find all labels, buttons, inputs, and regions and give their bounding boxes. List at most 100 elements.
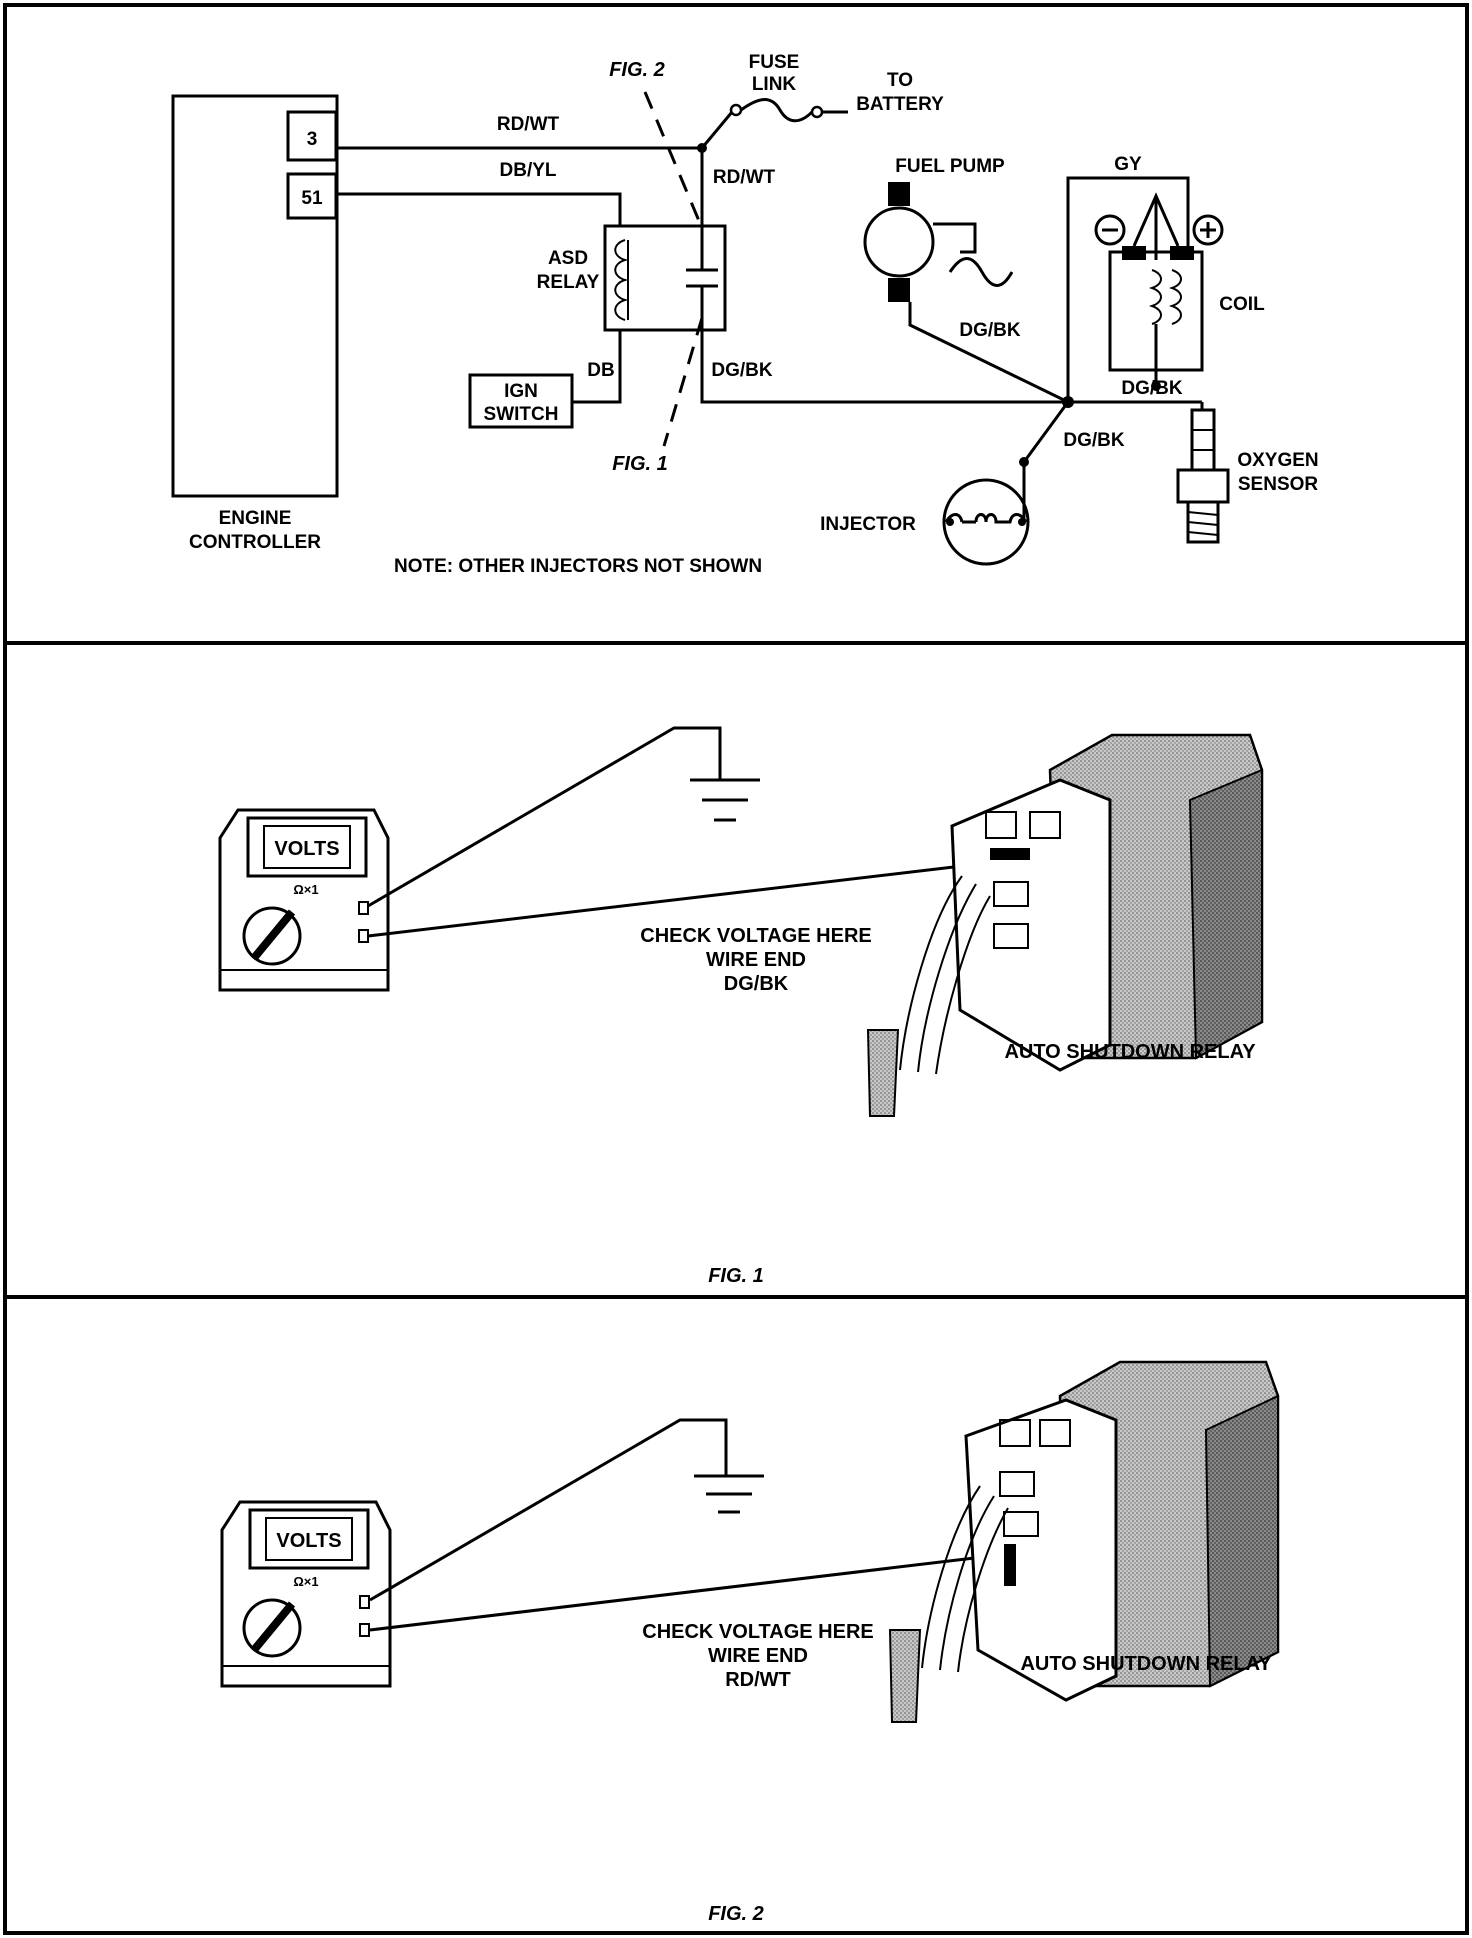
voltmeter-fig2: VOLTS Ω×1 (220, 1500, 392, 1688)
engine-controller-label-1: ENGINE (219, 508, 292, 529)
relay-housing-side (1188, 768, 1263, 1060)
voltmeter-jack-top[interactable] (358, 901, 369, 915)
fig1-panel: VOLTS Ω×1 CHECK VOLTAGE HERE WIRE (218, 726, 1264, 1287)
minus-icon (1094, 214, 1126, 246)
note-text: NOTE: OTHER INJECTORS NOT SHOWN (394, 556, 762, 577)
voltmeter-body (218, 808, 390, 992)
controller-pin-3 (286, 110, 338, 162)
fuse-terminal-right (810, 105, 824, 119)
fuel-pump-cap-top (888, 182, 910, 206)
asd-relay-fig2 (888, 1360, 1280, 1723)
fuel-pump-label: FUEL PUMP (895, 156, 1005, 177)
oxygen-sensor-hex (1176, 468, 1230, 504)
relay-connector-block (964, 1398, 1118, 1702)
wire-dgbk-injector (1022, 401, 1070, 518)
wire-harness-sleeve (866, 1029, 900, 1117)
fig2-callout-line (643, 91, 704, 229)
o2-thread-2 (1187, 521, 1219, 526)
wire-gy-label: GY (1114, 154, 1142, 175)
wire-db-label: DB (587, 360, 614, 381)
relay-terminal-1 (999, 1419, 1031, 1447)
wire-harness-sleeve (888, 1629, 922, 1723)
fuel-pump-ground (933, 222, 977, 254)
junction-dot-injector (1019, 457, 1029, 467)
wire-rdwt-fuse-label: RD/WT (713, 167, 776, 188)
relay-terminal-2 (1029, 811, 1061, 839)
relay-wires (921, 1485, 1009, 1673)
fuel-pump-motor-icon (863, 206, 935, 278)
relay-wires (899, 875, 991, 1075)
fuse-link-label-2: LINK (752, 74, 797, 95)
oxygen-sensor-body (1190, 408, 1216, 472)
fuel-pump-symbol-wave (948, 257, 1014, 287)
coil-secondary-winding (1168, 269, 1182, 325)
voltmeter-dial-icon[interactable] (242, 906, 302, 966)
voltmeter-jack-bottom[interactable] (358, 929, 369, 943)
oxygen-sensor-label-1: OXYGEN (1237, 450, 1318, 471)
fig2-callout-label: FIG. 2 (609, 59, 665, 81)
relay-terminal-4 (1003, 1511, 1039, 1537)
wire-dbyl-label: DB/YL (500, 160, 557, 181)
voltmeter-display-label: VOLTS (274, 838, 339, 860)
fig1-caption: FIG. 1 (708, 1265, 764, 1287)
voltmeter-display (263, 825, 351, 869)
relay-terminal-rdwt[interactable] (1004, 1544, 1016, 1586)
asd-relay-box (603, 224, 727, 332)
fig2-caption: FIG. 2 (708, 1903, 764, 1925)
relay-housing-side (1204, 1394, 1279, 1688)
plus-icon (1192, 214, 1224, 246)
check-voltage-line2: WIRE END (706, 949, 806, 971)
relay-terminal-1 (985, 811, 1017, 839)
check-voltage-line3: DG/BK (724, 973, 789, 995)
voltmeter-jack-bottom[interactable] (359, 1623, 370, 1637)
fig1-callout-line (662, 317, 704, 447)
relay-coil-winding (614, 239, 629, 321)
voltmeter-dial-pointer (250, 909, 296, 961)
ground-lead-fig1 (367, 726, 722, 908)
ign-switch-label-1: IGN (504, 381, 538, 402)
fuse-link-label-1: FUSE (749, 52, 800, 73)
outer-frame (3, 3, 1469, 1935)
check-voltage-line3: RD/WT (725, 1669, 791, 1691)
voltmeter-dial-pointer (250, 1601, 296, 1653)
injector-terminal-left (946, 518, 954, 526)
ground-lead-fig2 (369, 1418, 728, 1602)
asd-relay-label-2: RELAY (537, 272, 600, 293)
ign-switch-label-2: SWITCH (484, 404, 559, 425)
controller-pin-51-label: 51 (301, 188, 323, 209)
probe-lead-fig1 (367, 860, 997, 938)
injector-terminal-right (1018, 518, 1026, 526)
coil-dot (1151, 381, 1161, 391)
fuse-terminal-left (729, 103, 743, 117)
fig2-panel: VOLTS Ω×1 CHECK VOLTAGE HERE WIRE END RD… (220, 1360, 1280, 1925)
wire-dgbk-coil-label: DG/BK (1121, 378, 1183, 399)
voltmeter-body (220, 1500, 392, 1688)
wiring-schematic: 3 51 ENGINE CONTROLLER RD/WT DB/YL RD/WT… (171, 52, 1319, 577)
wire-dgbk-pump-label: DG/BK (959, 320, 1021, 341)
voltmeter-jack-top[interactable] (359, 1595, 370, 1609)
engine-controller-label-2: CONTROLLER (189, 532, 321, 553)
voltmeter-range-label: Ω×1 (293, 1574, 318, 1589)
voltmeter-dial-icon[interactable] (242, 1598, 302, 1658)
voltmeter-display-frame (248, 1508, 370, 1570)
injector-coil-symbol (944, 513, 1028, 524)
voltmeter-fig1: VOLTS Ω×1 (218, 808, 390, 992)
probe-lead-fig2 (369, 1552, 1009, 1632)
fuel-pump-cap-bottom (888, 278, 910, 302)
o2-thread-3 (1187, 531, 1219, 536)
wire-dbyl (336, 192, 622, 226)
wire-rdwt-top-label: RD/WT (497, 114, 560, 135)
relay-terminal-3 (999, 1471, 1035, 1497)
auto-shutdown-relay-label: AUTO SHUTDOWN RELAY (1020, 1653, 1272, 1675)
o2-thread-1 (1187, 511, 1219, 516)
relay-terminal-dgbk[interactable] (990, 848, 1030, 860)
fuse-switch-line (700, 111, 734, 149)
asd-relay-fig1 (866, 733, 1264, 1117)
relay-terminal-2 (1039, 1419, 1071, 1447)
fuse-link-wave (740, 98, 814, 123)
wire-dgbk-injector-label: DG/BK (1063, 430, 1125, 451)
fig1-callout-label: FIG. 1 (612, 453, 668, 475)
wire-dgbk-relay-label: DG/BK (711, 360, 773, 381)
oxygen-sensor-label-2: SENSOR (1238, 474, 1319, 495)
